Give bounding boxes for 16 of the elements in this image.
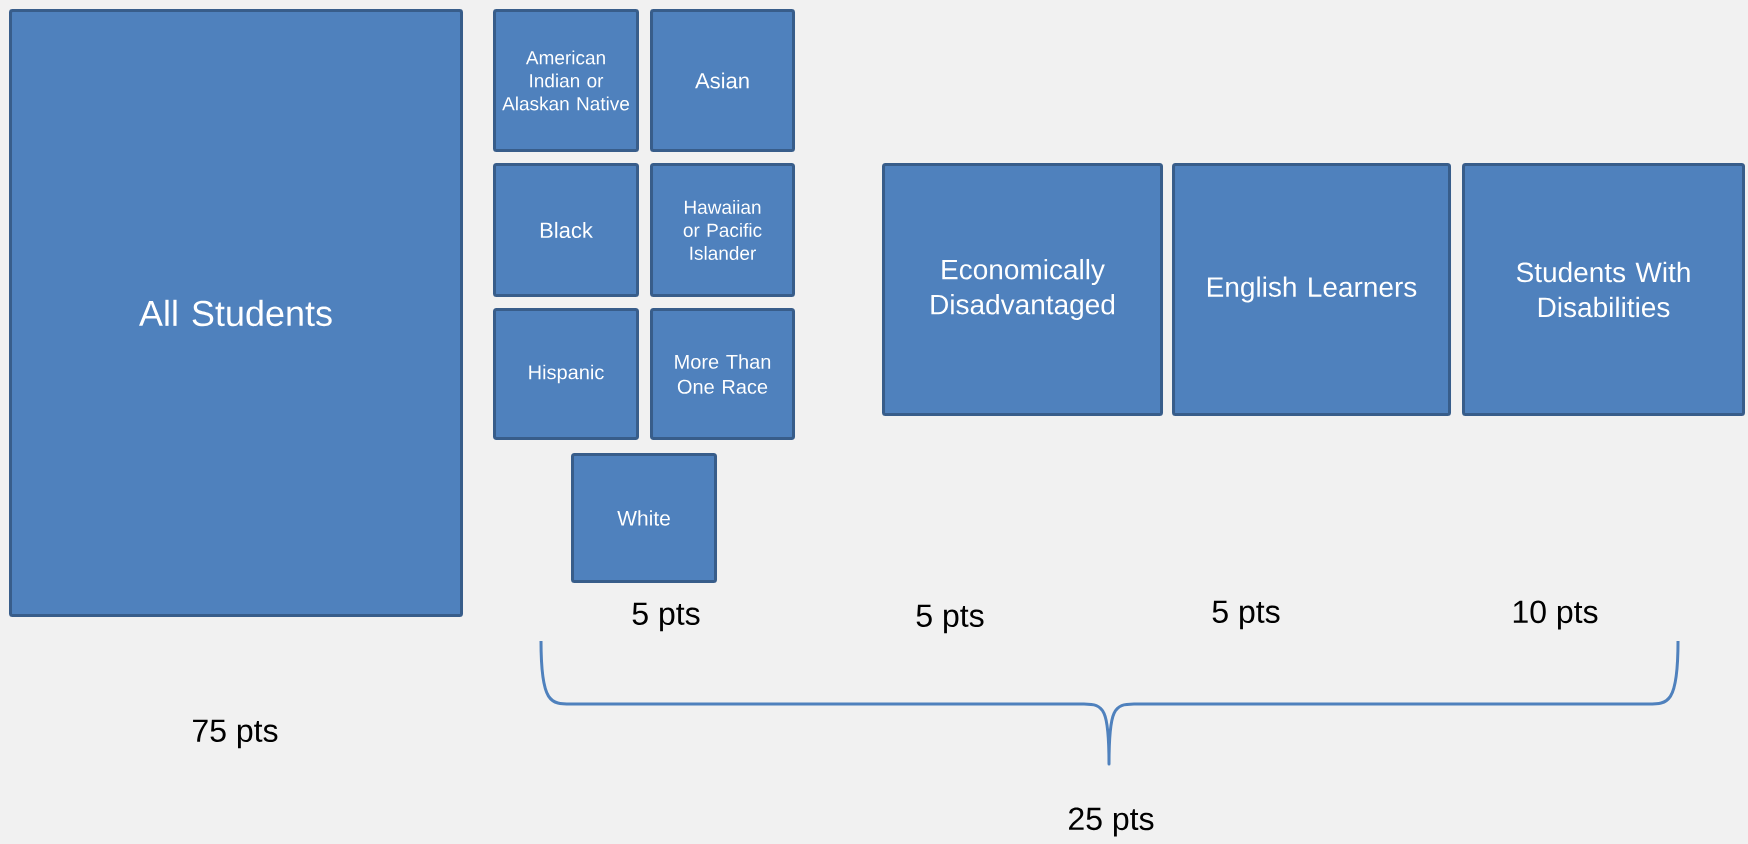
category-box: Hawaiian or Pacific Islander <box>650 163 795 297</box>
category-box: Black <box>493 163 639 297</box>
category-box: White <box>571 453 717 583</box>
points-label: 5 pts <box>916 604 984 634</box>
points-label: 75 pts <box>193 719 278 749</box>
points-label: 10 pts <box>1513 600 1598 630</box>
category-box: Asian <box>650 9 795 152</box>
category-box: American Indian or Alaskan Native <box>493 9 639 152</box>
points-label: 5 pts <box>1212 600 1280 630</box>
category-box: Hispanic <box>493 308 639 440</box>
category-box: More Than One Race <box>650 308 795 440</box>
points-label: 25 pts <box>1069 807 1154 837</box>
category-box: English Learners <box>1172 163 1451 416</box>
category-box: All Students <box>9 9 463 617</box>
category-box: Students With Disabilities <box>1462 163 1745 416</box>
category-box: Economically Disadvantaged <box>882 163 1163 416</box>
